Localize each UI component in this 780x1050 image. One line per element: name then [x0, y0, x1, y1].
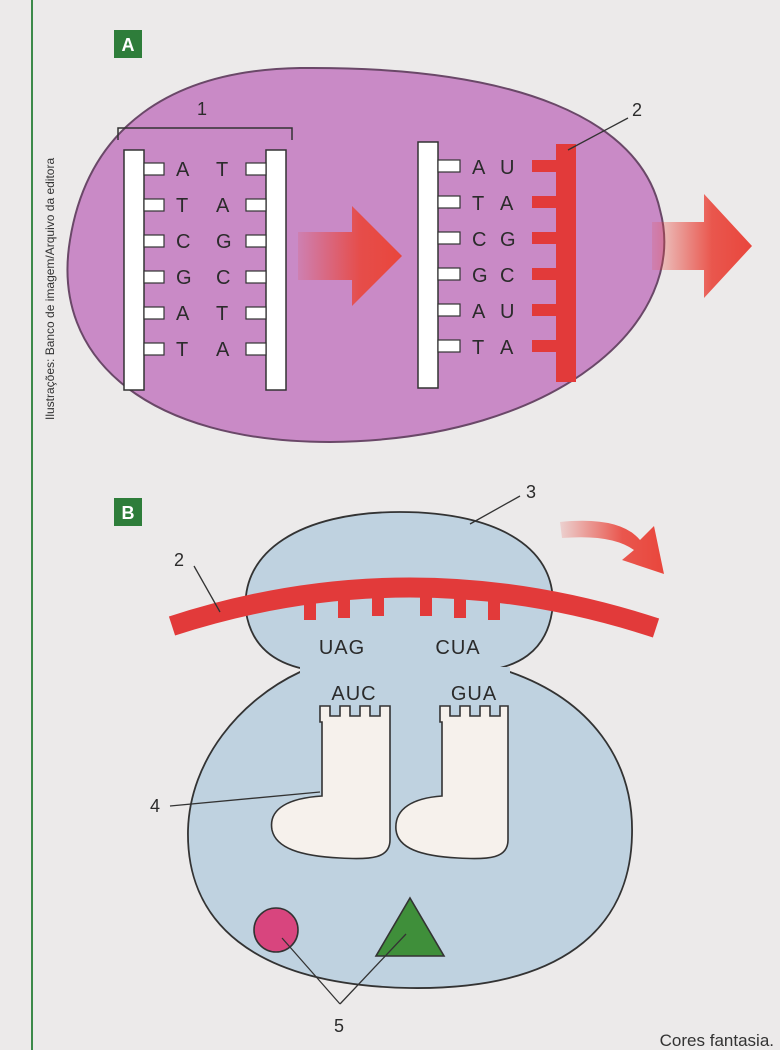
dna-right-base: T — [216, 159, 229, 181]
movement-arrow — [560, 521, 664, 574]
panel-b: B UAG CUA 2 3 — [114, 482, 664, 1036]
dna-left-base: A — [176, 159, 190, 181]
panel-b-badge-label: B — [122, 503, 135, 523]
rna-base: A — [500, 193, 514, 215]
anticodon-1: AUC — [331, 683, 376, 705]
dna-right-base: C — [216, 267, 231, 289]
template-base: C — [472, 229, 487, 251]
rna-base: U — [500, 157, 515, 179]
dna-left-base: C — [176, 231, 191, 253]
rna-base: A — [500, 337, 514, 359]
panel-a: A 1 A T C G — [67, 30, 752, 442]
dna-right-base: G — [216, 231, 233, 253]
image-credit: Ilustrações: Banco de imagem/Arquivo da … — [43, 158, 57, 420]
label-5: 5 — [334, 1016, 344, 1036]
template-base: T — [472, 337, 485, 359]
template-base: G — [472, 265, 489, 287]
dna-left-base: T — [176, 339, 189, 361]
leader-line-3 — [470, 496, 520, 524]
codon-2: CUA — [435, 637, 480, 659]
template-base: A — [472, 157, 486, 179]
panel-a-badge-label: A — [122, 35, 135, 55]
label-1: 1 — [197, 99, 207, 119]
rna-base: C — [500, 265, 515, 287]
anticodon-2: GUA — [451, 683, 497, 705]
label-3: 3 — [526, 482, 536, 502]
export-arrow — [652, 194, 752, 298]
rna-base: G — [500, 229, 517, 251]
codon-1: UAG — [319, 637, 365, 659]
dna-right-base: A — [216, 339, 230, 361]
template-base: T — [472, 193, 485, 215]
rna-base: U — [500, 301, 515, 323]
template-base: A — [472, 301, 486, 323]
dna-left-base: T — [176, 195, 189, 217]
caption-fragment: Cores fantasia. — [660, 1031, 774, 1050]
dna-right-base: T — [216, 303, 229, 325]
label-4: 4 — [150, 796, 160, 816]
label-2-a: 2 — [632, 100, 642, 120]
dna-left-base: A — [176, 303, 190, 325]
dna-left-base: G — [176, 267, 193, 289]
label-2-b: 2 — [174, 550, 184, 570]
dna-right-base: A — [216, 195, 230, 217]
amino-acid-circle — [254, 908, 298, 952]
